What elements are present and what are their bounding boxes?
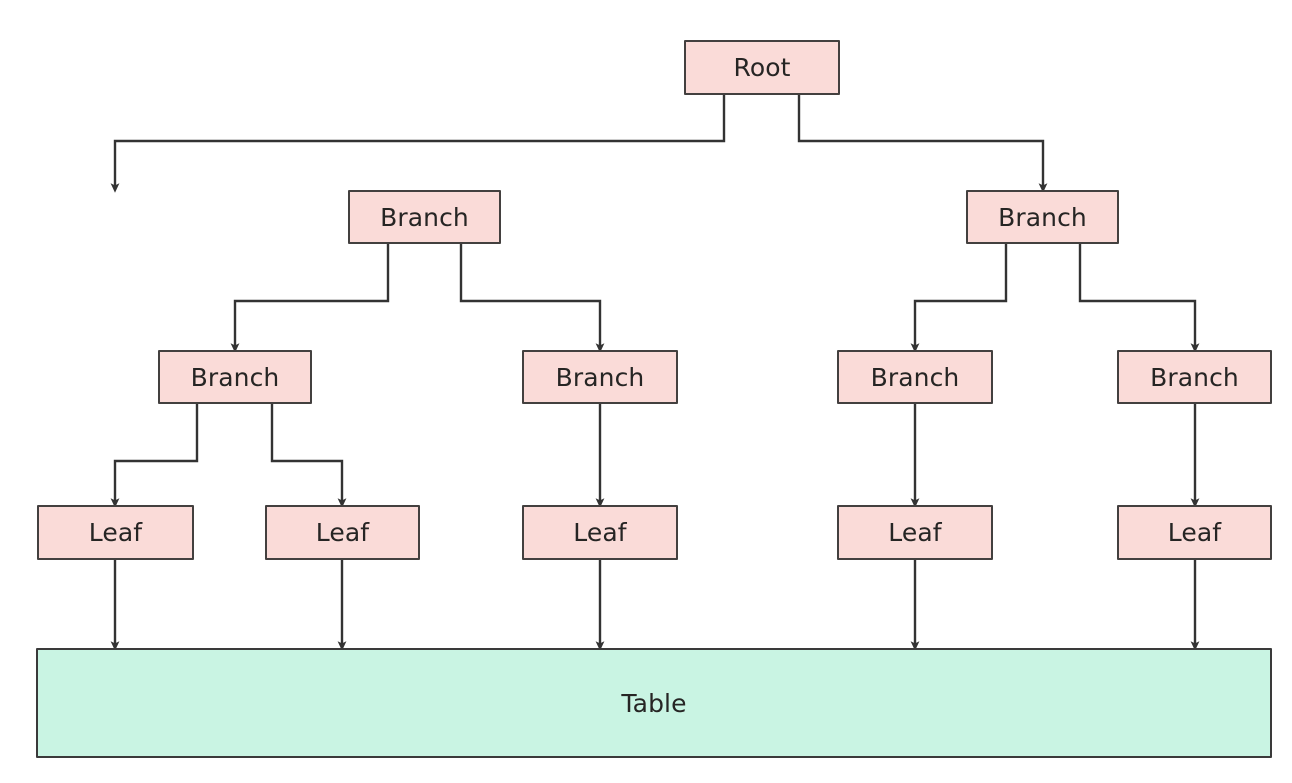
node-branch-l1-left-label: Branch xyxy=(380,202,469,232)
node-leaf-5[interactable]: Leaf xyxy=(1117,505,1272,560)
edge-b2-to-b2b xyxy=(1078,244,1200,353)
node-leaf-2-label: Leaf xyxy=(315,518,370,547)
node-branch-l2-4[interactable]: Branch xyxy=(1117,350,1272,404)
node-leaf-2[interactable]: Leaf xyxy=(265,505,420,560)
node-branch-l2-2-label: Branch xyxy=(555,362,645,392)
node-branch-l1-right-label: Branch xyxy=(998,202,1087,232)
node-root-label: Root xyxy=(733,53,791,82)
edge-b1-to-b1a xyxy=(230,244,390,353)
node-leaf-1-label: Leaf xyxy=(88,518,143,547)
node-branch-l2-4-label: Branch xyxy=(1150,362,1239,392)
node-table[interactable]: Table xyxy=(36,648,1272,758)
node-branch-l1-left[interactable]: Branch xyxy=(348,190,501,244)
edge-b1-to-b1b xyxy=(459,244,605,353)
edge-root-to-b2 xyxy=(797,95,1048,193)
node-leaf-4[interactable]: Leaf xyxy=(837,505,993,560)
node-branch-l2-1-label: Branch xyxy=(190,362,280,392)
node-leaf-5-label: Leaf xyxy=(1167,518,1222,547)
node-leaf-4-label: Leaf xyxy=(888,518,942,547)
node-branch-l2-2[interactable]: Branch xyxy=(522,350,678,404)
node-leaf-3-label: Leaf xyxy=(573,518,627,547)
node-branch-l1-right[interactable]: Branch xyxy=(966,190,1119,244)
edge-b1a-to-leaf2 xyxy=(270,404,347,508)
node-leaf-3[interactable]: Leaf xyxy=(522,505,678,560)
node-branch-l2-3[interactable]: Branch xyxy=(837,350,993,404)
node-branch-l2-1[interactable]: Branch xyxy=(158,350,312,404)
edge-root-to-b1 xyxy=(110,95,726,193)
edge-b2-to-b2a xyxy=(910,244,1008,353)
node-branch-l2-3-label: Branch xyxy=(870,362,960,392)
node-table-label: Table xyxy=(621,688,687,718)
node-leaf-1[interactable]: Leaf xyxy=(37,505,194,560)
node-root[interactable]: Root xyxy=(684,40,840,95)
edge-b1a-to-leaf1 xyxy=(110,404,199,508)
edges-group xyxy=(110,95,1200,651)
